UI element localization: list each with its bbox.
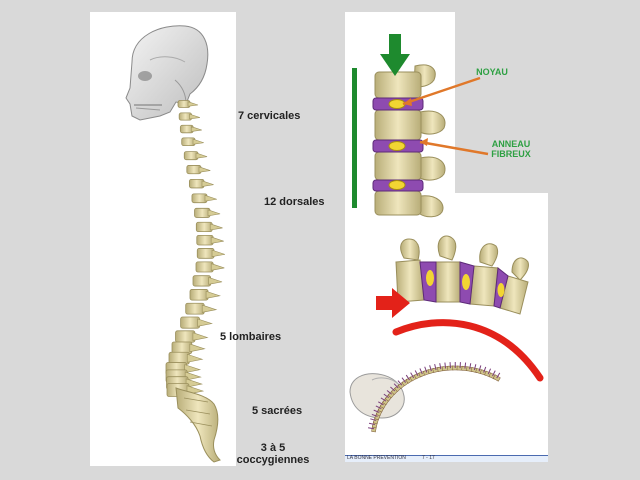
vertebra (180, 316, 200, 329)
spinous-process (211, 249, 226, 258)
small-disc-mark (424, 366, 428, 373)
spinous-process (192, 138, 204, 145)
small-disc-mark (383, 393, 390, 399)
label-coccyx-line1: 3 à 5 (260, 442, 286, 454)
label-dorsales: 12 dorsales (264, 196, 325, 208)
sacrum (175, 387, 221, 463)
spinous-process (184, 364, 202, 374)
vertebra (195, 261, 214, 273)
vertebra (185, 302, 205, 315)
small-disc-mark (464, 362, 467, 369)
vertebra (192, 275, 212, 287)
small-disc-mark (444, 362, 447, 369)
spinous-process (198, 166, 211, 173)
spinous-process (186, 353, 204, 363)
label-anneau-line1: ANNEAU (491, 139, 531, 149)
label-noyau: NOYAU (476, 67, 508, 77)
small-disc-mark (390, 386, 396, 392)
small-disc-mark (434, 363, 437, 371)
spinous-process (187, 101, 199, 107)
spine-column (165, 100, 226, 397)
spinous-process (195, 152, 208, 159)
spinous-process (210, 236, 224, 244)
arrow-down-icon (380, 34, 410, 76)
small-disc-mark (371, 413, 378, 417)
small-disc-mark (380, 397, 387, 402)
small-disc-mark (469, 363, 472, 370)
spinous-process (208, 276, 223, 285)
footer-bar (345, 455, 548, 462)
spinous-process (189, 343, 206, 353)
vertebra (175, 330, 196, 343)
small-disc-mark (401, 377, 407, 383)
small-disc-mark (410, 372, 415, 379)
small-disc-mark (414, 370, 419, 377)
spinous-process (205, 290, 221, 299)
small-disc-mark (429, 365, 432, 372)
small-disc-mark (439, 363, 442, 370)
small-disc-mark (478, 365, 482, 372)
vertebra (194, 207, 211, 218)
small-disc-mark (405, 374, 410, 381)
small-disc-mark (368, 422, 376, 426)
label-lombaires: 5 lombaires (220, 331, 282, 343)
small-disc-mark (373, 409, 380, 413)
small-disc-mark (496, 372, 501, 379)
vertebra (196, 248, 215, 259)
small-disc-mark (473, 364, 477, 371)
label-cervicales: 7 cervicales (238, 110, 301, 122)
small-skull (349, 373, 405, 419)
spinous-process (192, 332, 209, 341)
spinous-process (207, 209, 221, 217)
footer-right: 7 - 17 (422, 455, 435, 461)
small-disc-mark (483, 366, 487, 373)
label-anneau-line2: FIBREUX (491, 149, 531, 159)
pointer-lines (402, 76, 489, 156)
small-disc-mark (397, 380, 403, 386)
label-coccyx-line2: coccygiennes (236, 454, 310, 466)
spinous-process (190, 126, 202, 132)
vertebra (196, 234, 214, 246)
small-disc-mark (378, 401, 384, 406)
small-disc-mark (492, 370, 496, 377)
spinous-process (210, 263, 225, 271)
spinous-process (197, 318, 213, 327)
arrow-right-icon (376, 288, 410, 318)
small-disc-mark (487, 368, 492, 375)
label-sacrees: 5 sacrées (252, 405, 303, 417)
small-disc-mark (375, 405, 382, 409)
small-disc-mark (368, 427, 375, 430)
spinous-process (201, 304, 218, 313)
small-disc-mark (393, 383, 399, 389)
vertebra (195, 221, 213, 233)
label-anneau: ANNEAU FIBREUX (486, 139, 536, 159)
bent-vertebrae (395, 235, 529, 315)
spinous-process (204, 194, 217, 202)
spinous-process (184, 371, 202, 381)
vertebra (189, 289, 209, 301)
curvature-arc (392, 319, 544, 382)
footer-left: LA BONNE PREVENTION (347, 455, 406, 461)
skull (125, 25, 209, 121)
small-disc-mark (370, 418, 377, 421)
spinous-process (189, 113, 200, 120)
spinous-process (201, 180, 214, 187)
spinous-process (209, 223, 223, 231)
small-disc-mark (386, 390, 392, 395)
small-disc-mark (419, 368, 423, 375)
spinous-process (185, 378, 203, 388)
disc-diagram (352, 64, 446, 218)
label-coccyx: 3 à 5 coccygiennes (228, 442, 318, 466)
curved-spine (368, 361, 501, 433)
